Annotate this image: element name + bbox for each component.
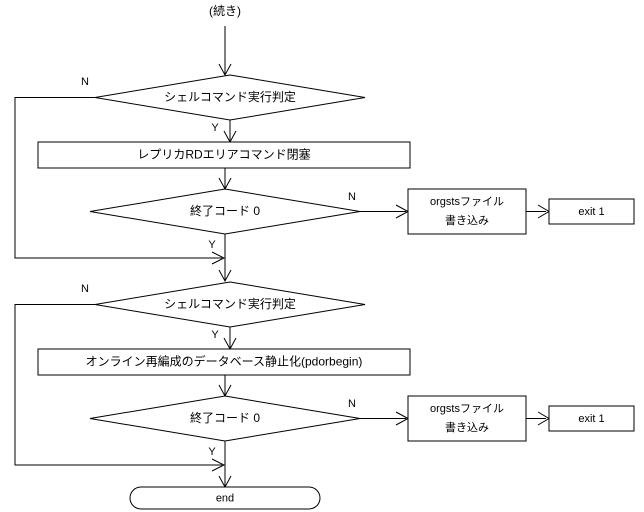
terminator-end-label: end xyxy=(216,492,234,504)
arrowhead-entry-to-decision1 xyxy=(218,63,232,77)
edge-label-decision3-yes: Y xyxy=(211,329,219,341)
io-orgsts-file-write-2-line2: 書き込み xyxy=(445,420,489,434)
edge-label-decision1-no: N xyxy=(81,76,89,88)
process-online-reorg-db-quiesce[interactable] xyxy=(37,348,411,376)
arrowhead-decision3-no-loop xyxy=(211,458,226,472)
io-orgsts-file-write-1[interactable] xyxy=(407,188,527,235)
terminator-end[interactable] xyxy=(129,486,321,510)
io-orgsts-file-write-2[interactable] xyxy=(407,395,527,442)
decision-shell-command-2-label: シェルコマンド実行判定 xyxy=(164,296,296,311)
decision-exit-code-1-label: 終了コード 0 xyxy=(190,203,260,218)
terminator-exit-1-second-label: exit 1 xyxy=(578,413,604,425)
edge-label-decision2-yes: Y xyxy=(208,239,216,251)
process-online-reorg-db-quiesce-label: オンライン再編成のデータベース静止化(pdorbegin) xyxy=(86,354,363,369)
decision-shell-command-1-label: シェルコマンド実行判定 xyxy=(164,89,296,104)
edge-label-decision4-no: N xyxy=(348,398,356,410)
terminator-exit-1-second[interactable] xyxy=(548,405,635,432)
arrowhead-decision1-no-loop xyxy=(211,251,226,265)
process-replica-rd-area-block-label: レプリカRDエリアコマンド閉塞 xyxy=(137,147,310,162)
edge-decision3-no-loop xyxy=(14,304,222,466)
process-replica-rd-area-block[interactable] xyxy=(37,141,411,169)
entry-label: (続き) xyxy=(209,4,241,18)
io-orgsts-file-write-1-line2: 書き込み xyxy=(445,213,489,227)
terminator-exit-1-first-label: exit 1 xyxy=(578,206,604,218)
edge-decision1-no-loop xyxy=(14,97,222,259)
edge-label-decision3-no: N xyxy=(81,283,89,295)
io-orgsts-file-write-2-line1: orgstsファイル xyxy=(430,403,504,415)
arrowhead-decision2-yes-down xyxy=(218,269,232,283)
edge-label-decision2-no: N xyxy=(348,191,356,203)
edge-label-decision1-yes: Y xyxy=(211,122,219,134)
io-orgsts-file-write-1-line1: orgstsファイル xyxy=(430,196,504,208)
terminator-exit-1-first[interactable] xyxy=(548,198,635,225)
edge-label-decision4-yes: Y xyxy=(208,446,216,458)
decision-exit-code-2-label: 終了コード 0 xyxy=(190,410,260,425)
